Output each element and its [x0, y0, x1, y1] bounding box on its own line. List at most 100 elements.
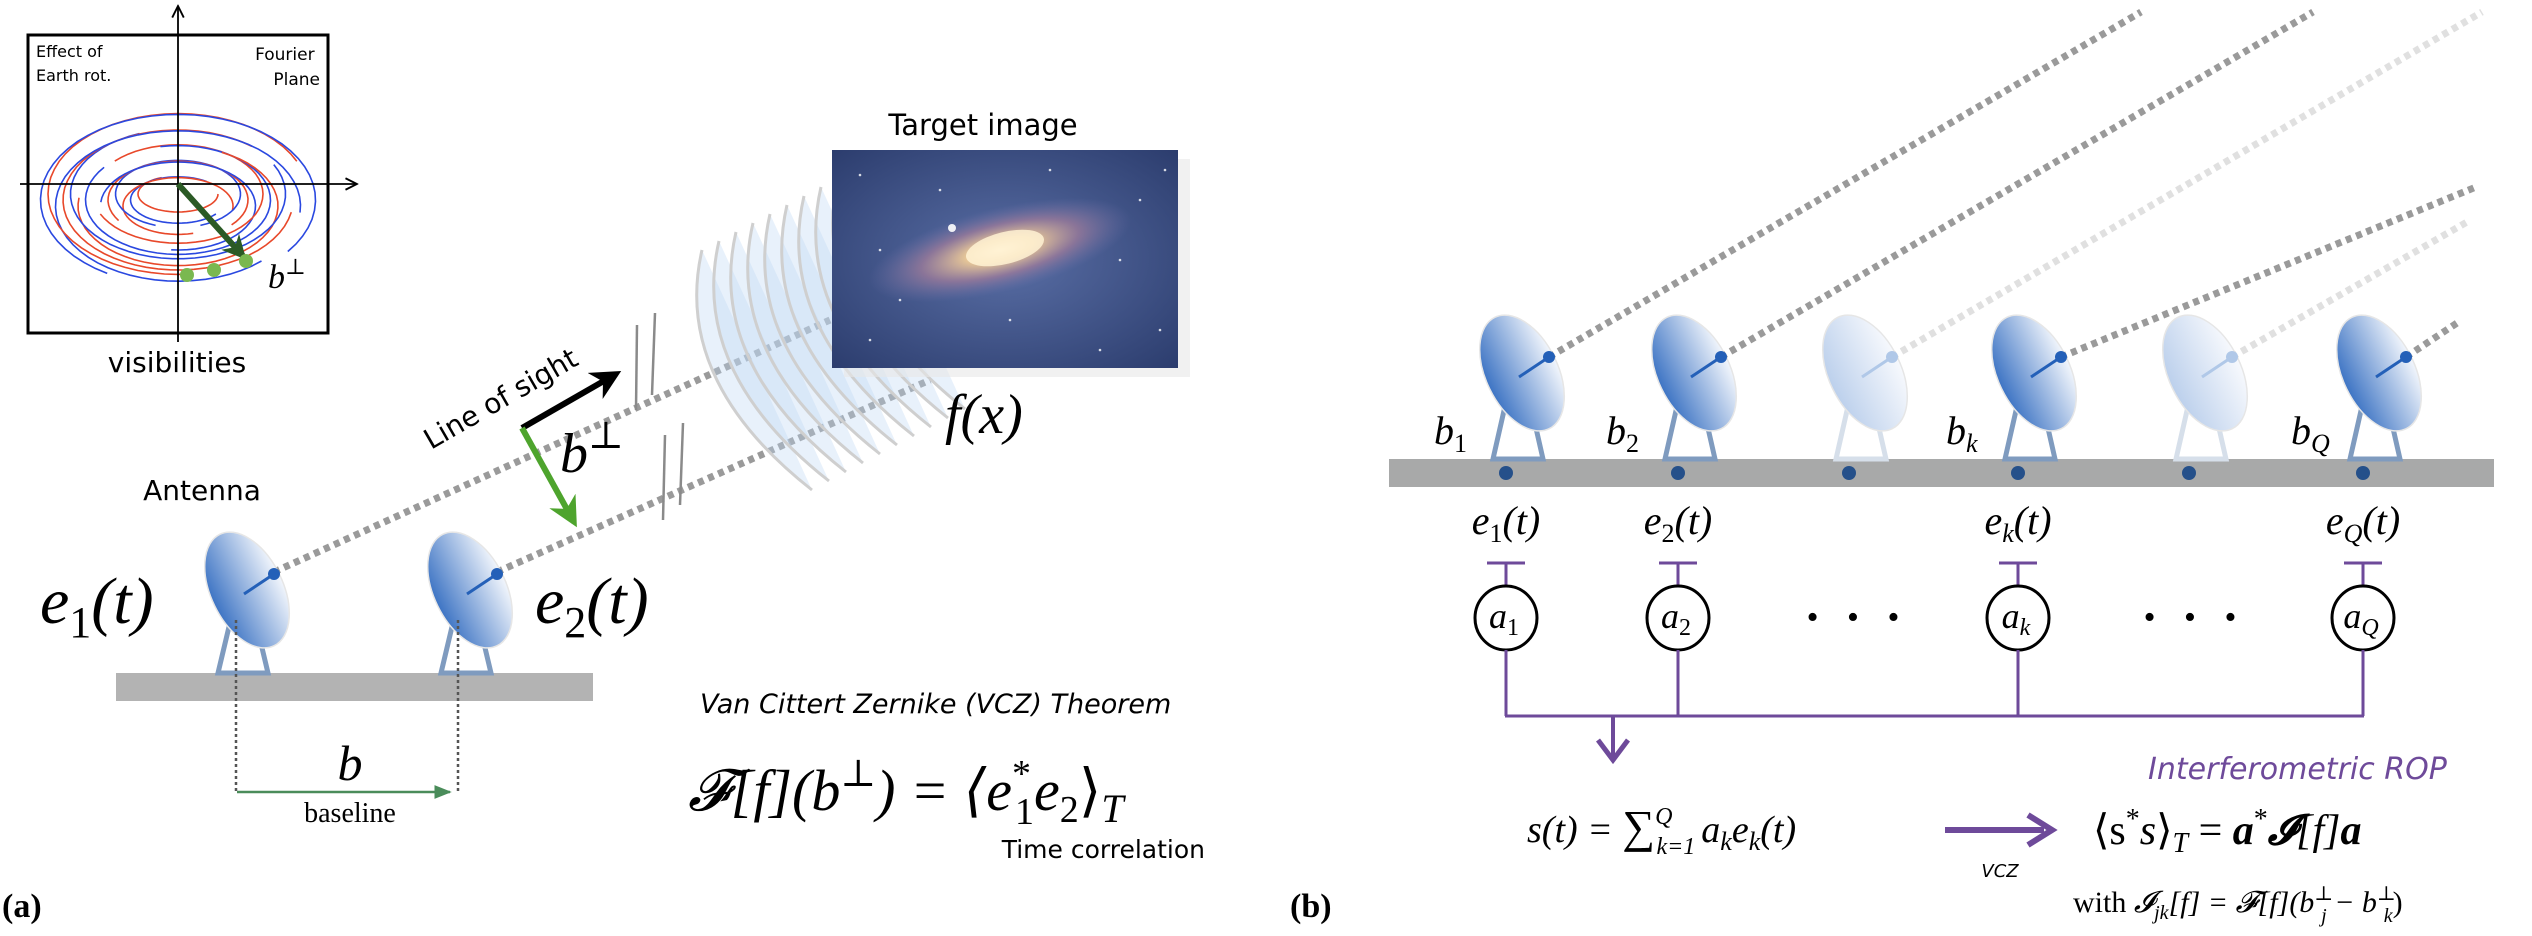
antenna-dish — [1478, 314, 1566, 432]
rop-eq-a: a — [2233, 808, 2254, 854]
earth-rotation-label-line2: Earth rot. — [36, 66, 111, 85]
antenna-feed — [1543, 351, 1555, 363]
vcz-eq-close: ⟩ — [1079, 758, 1102, 823]
antenna-inactive — [2161, 314, 2249, 462]
vcz-eq-lhs-sup: ⊥ — [840, 753, 876, 795]
antenna-feed — [491, 568, 503, 580]
antenna-signal-label-sub: Q — [2344, 519, 2363, 548]
antenna-position-label: b2 — [1606, 408, 1639, 458]
rop-eq-close: ⟩ — [2156, 808, 2172, 854]
antenna-ground-dots — [1499, 466, 2370, 480]
interferometric-rop-label: Interferometric ROP — [2148, 752, 2448, 787]
baseline-caption: baseline — [304, 798, 396, 829]
antenna-feed — [2226, 351, 2238, 363]
vcz-arrowhead — [2026, 812, 2058, 848]
antenna-signal-label-arg: (t) — [2014, 498, 2052, 543]
visibility-sample-dot — [207, 263, 221, 277]
line-of-sight-1 — [272, 316, 832, 576]
weight-label-sub: 1 — [1507, 615, 1519, 641]
rop-eq-sup: * — [2126, 804, 2140, 835]
rop-eq-T: T — [2172, 828, 2190, 859]
star — [868, 338, 872, 342]
star — [1048, 168, 1052, 172]
ellipsis-2: • • • — [2144, 599, 2247, 636]
signal-eq-term2: e — [1732, 809, 1749, 851]
visibility-sample-dot — [180, 268, 194, 282]
uv-vector-label: b⊥ — [268, 254, 306, 296]
fourier-plane-label: Fourier Plane — [255, 45, 320, 90]
e1-label-sub: 1 — [69, 598, 91, 647]
uv-track — [54, 129, 302, 283]
antenna-signal-label: e2(t) — [1644, 498, 1713, 548]
line-of-sight — [1547, 8, 2143, 361]
time-correlation-label: Time correlation — [1001, 835, 1205, 864]
line-break-marks-1 — [634, 312, 657, 411]
fourier-plane-inset: Effect of Earth rot. Fourier Plane b⊥ vi… — [20, 6, 357, 379]
antenna-feed-arm — [466, 572, 498, 596]
vcz-eq-lhs: 𝓕[f](b — [688, 758, 840, 823]
with-close: ) — [2393, 886, 2403, 919]
uv-track — [69, 132, 287, 260]
vcz-eq-e2: e — [1034, 758, 1060, 823]
line-break-marks-2 — [661, 422, 685, 521]
e2-label-sub: 2 — [564, 598, 586, 647]
antenna-dish — [2161, 314, 2249, 432]
weight-label-base: a — [2002, 596, 2020, 636]
antenna-dish — [1821, 314, 1909, 432]
antenna-feed-arm — [1690, 355, 1722, 379]
antenna-feed — [1715, 351, 1727, 363]
b-perp-label: b⊥ — [560, 415, 624, 485]
vcz-eq-e2-sub: 2 — [1060, 789, 1079, 831]
baseline-vector-uv — [175, 181, 247, 260]
star — [1008, 318, 1012, 322]
with-bj-sup: ⊥ — [2314, 883, 2333, 905]
antenna-signal-label-base: e — [1472, 498, 1490, 543]
with-bj-sub: j — [2318, 905, 2327, 927]
antenna-signal-label-arg: (t) — [1503, 498, 1541, 543]
antenna-position-label-base: b — [1434, 408, 1454, 453]
vcz-arrow-label: VCZ — [1981, 861, 2019, 882]
antenna-signal-label-sub: k — [2002, 519, 2014, 548]
signal-eq-term2-arg: (t) — [1760, 809, 1796, 851]
fourier-plane-label-line2: Plane — [273, 70, 320, 90]
signal-eq-term: a — [1701, 809, 1720, 851]
antenna-1 — [1478, 314, 1566, 462]
star — [1098, 348, 1102, 352]
antenna-signal-label-arg: (t) — [2362, 498, 2400, 543]
antenna-feed-arm — [1861, 355, 1893, 379]
line-of-sight — [2404, 320, 2459, 360]
e1-label: e1(t) — [40, 565, 154, 647]
antenna-signal-label-base: e — [1984, 498, 2002, 543]
visibility-sample-dot — [239, 254, 253, 268]
with-minus: − b — [2327, 886, 2377, 919]
ground-bar-a — [116, 673, 593, 701]
vcz-eq-T: T — [1101, 786, 1126, 831]
e1-label-arg: (t) — [91, 565, 153, 638]
antenna-position-label-base: b — [1606, 408, 1626, 453]
ground-bar-b — [1389, 459, 2494, 487]
rop-eq-f: [f] — [2296, 808, 2340, 854]
antenna-dish — [203, 531, 291, 649]
target-image — [832, 150, 1190, 377]
antenna-feed-arm — [243, 572, 275, 596]
star — [1163, 168, 1167, 172]
rop-eq-equals: = — [2188, 808, 2233, 854]
star — [878, 248, 882, 252]
antenna-position-label-sub: Q — [2311, 429, 2330, 458]
antenna-feed — [1886, 351, 1898, 363]
antenna-position-label: bk — [1946, 408, 1978, 458]
weight-label-base: a — [1489, 596, 1507, 636]
weight-label-sub: Q — [2361, 615, 2378, 641]
star-field — [858, 168, 1167, 352]
antenna-signal-label-base: e — [2326, 498, 2344, 543]
b-perp-label-sup: ⊥ — [588, 415, 624, 457]
signal-eq-sum: ∑ — [1622, 801, 1655, 852]
vcz-eq-lhs-close: ) = ⟨e — [873, 758, 1012, 823]
weight-label-base: a — [2343, 596, 2361, 636]
weight-label: aQ — [2343, 596, 2378, 641]
antennas-panel-a — [203, 531, 514, 676]
